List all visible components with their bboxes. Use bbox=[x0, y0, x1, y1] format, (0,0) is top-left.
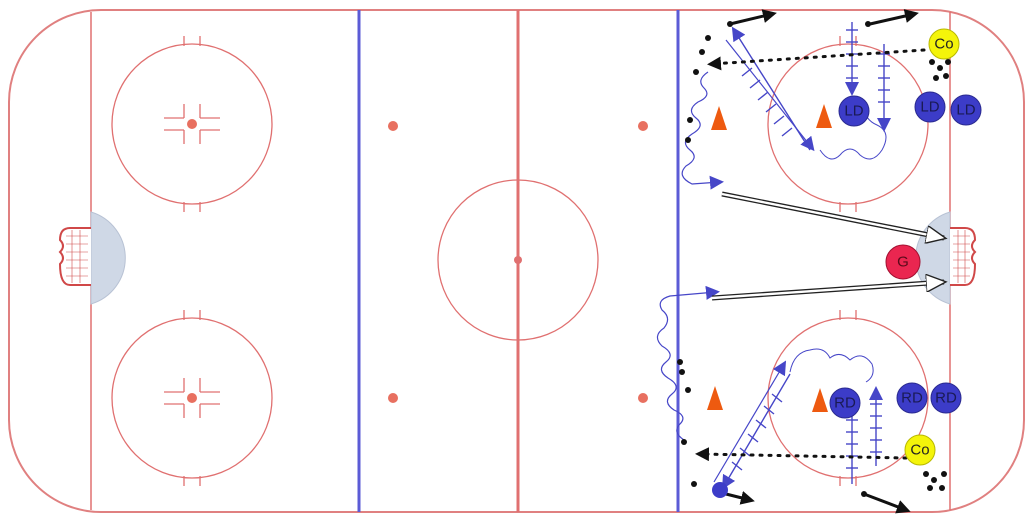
faceoff-dot bbox=[187, 119, 197, 129]
player-left-defense: LD bbox=[838, 95, 870, 127]
puck-dots bbox=[685, 35, 951, 143]
pivot-skate-path bbox=[819, 104, 887, 160]
neutral-dot bbox=[638, 393, 648, 403]
cone bbox=[707, 386, 723, 410]
svg-text:LD: LD bbox=[956, 102, 975, 119]
neutral-dot bbox=[638, 121, 648, 131]
shot-path bbox=[721, 191, 944, 238]
svg-text:RD: RD bbox=[834, 395, 856, 412]
center-faceoff-dot bbox=[514, 256, 522, 264]
coach: Co bbox=[904, 434, 936, 466]
faceoff-circle-right-top bbox=[767, 36, 929, 212]
rd-skate-path bbox=[846, 386, 883, 484]
cone bbox=[816, 104, 832, 128]
skate-arrow bbox=[863, 492, 911, 514]
svg-text:Co: Co bbox=[934, 36, 953, 53]
player-left-defense: LD bbox=[914, 91, 946, 123]
player-right-defense: RD bbox=[930, 382, 962, 414]
forward-skate-path bbox=[713, 360, 787, 483]
coach: Co bbox=[928, 28, 960, 60]
svg-text:LD: LD bbox=[844, 103, 863, 120]
goal-net-right bbox=[950, 227, 977, 286]
goal-crease-left bbox=[90, 211, 126, 305]
center-faceoff-circle bbox=[437, 179, 599, 341]
neutral-dot bbox=[388, 393, 398, 403]
faceoff-circle-right-bottom bbox=[767, 310, 929, 486]
player-marker bbox=[712, 482, 728, 498]
puck-dot bbox=[727, 21, 733, 27]
goal-net-left bbox=[58, 227, 91, 286]
goalie: G bbox=[885, 244, 921, 280]
cone bbox=[812, 388, 828, 412]
forward-skate-path bbox=[725, 39, 815, 152]
svg-text:G: G bbox=[897, 254, 909, 271]
ld-skate-path bbox=[845, 22, 891, 132]
puck-dots bbox=[677, 359, 947, 491]
neutral-dot bbox=[388, 121, 398, 131]
faceoff-circle-left-bottom bbox=[111, 310, 273, 486]
svg-text:Co: Co bbox=[910, 442, 929, 459]
pass-path bbox=[695, 447, 908, 462]
svg-text:LD: LD bbox=[920, 99, 939, 116]
faceoff-dot bbox=[187, 393, 197, 403]
player-left-defense: LD bbox=[950, 94, 982, 126]
shot-path bbox=[711, 282, 944, 301]
backward-skate-path bbox=[721, 373, 791, 490]
skate-arrow bbox=[869, 9, 919, 26]
pivot-skate-path bbox=[789, 348, 874, 383]
faceoff-circle-left-top bbox=[111, 36, 273, 212]
pass-path bbox=[707, 48, 926, 71]
svg-text:RD: RD bbox=[901, 390, 923, 407]
wavy-skate-path bbox=[681, 71, 724, 190]
player-right-defense: RD bbox=[829, 387, 861, 419]
svg-text:RD: RD bbox=[935, 390, 957, 407]
wavy-skate-path bbox=[656, 285, 720, 441]
puck-dot bbox=[865, 21, 871, 27]
player-right-defense: RD bbox=[896, 382, 928, 414]
puck-dot bbox=[861, 491, 867, 497]
cone bbox=[711, 106, 727, 130]
skate-arrow bbox=[729, 9, 777, 26]
